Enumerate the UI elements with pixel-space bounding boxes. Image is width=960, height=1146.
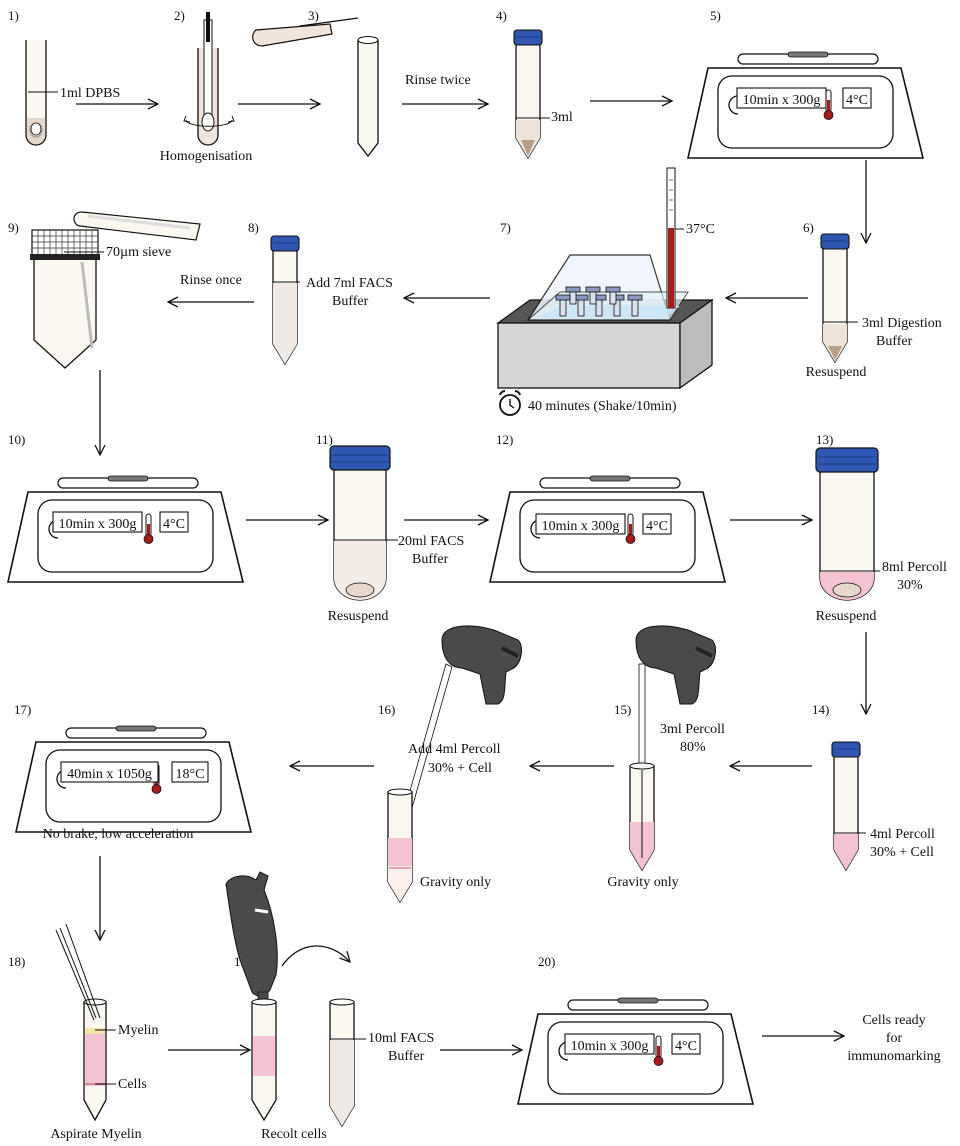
step-11-caption: Resuspend: [328, 609, 389, 624]
step-11-label2: Buffer: [412, 552, 449, 567]
step-7-water-bath: [496, 167, 714, 390]
step-4-label: 3ml: [551, 110, 573, 125]
step-20-temp-box: [671, 1033, 701, 1055]
step-12-temp-box: [642, 513, 672, 535]
step-17-caption: No brake, low acceleration: [43, 827, 194, 842]
step-11-label1: 20ml FACS: [398, 534, 464, 549]
step-12-time-box: [535, 513, 626, 535]
step-8-number: 8): [248, 220, 259, 235]
step-16-pipette-gun: [401, 625, 522, 823]
step-14-tube: [831, 741, 866, 872]
step-11-tube: [329, 445, 398, 601]
step-5-temp: 4°C: [846, 93, 868, 108]
step-19-label1: 10ml FACS: [368, 1031, 434, 1046]
step-19-tube: [251, 998, 277, 1122]
step-1-label: 1ml DPBS: [60, 86, 120, 101]
step-15-caption: Gravity only: [607, 875, 678, 890]
step-19-buffer-tube: [329, 998, 366, 1128]
step-2-number: 2): [174, 8, 185, 23]
step-4-tube: [513, 29, 550, 160]
step-5-time: 10min x 300g: [743, 93, 821, 108]
step-14-label1: 4ml Percoll: [870, 827, 935, 842]
step-6-caption: Resuspend: [806, 365, 867, 380]
rinse-once-label: Rinse once: [180, 273, 242, 288]
step-10-temp: 4°C: [163, 517, 185, 532]
step-9-label: 70µm sieve: [106, 245, 171, 260]
step-19-label2: Buffer: [388, 1049, 425, 1064]
step-16-label1: Add 4ml Percoll: [408, 742, 501, 757]
step-17-number: 17): [14, 702, 31, 717]
step-10-number: 10): [8, 432, 25, 447]
step-6-label2: Buffer: [876, 334, 913, 349]
step-9-sieve-tube: [30, 211, 201, 369]
step-12-time: 10min x 300g: [542, 519, 620, 534]
step-15-tube: [629, 762, 655, 872]
step-8-tube: [270, 235, 300, 366]
step-5-temp-box: [842, 87, 872, 109]
step-10-time-box: [52, 511, 143, 533]
step-18-label2: Cells: [118, 1077, 147, 1092]
step-6-tube: [820, 233, 858, 364]
alarm-clock-icon: [499, 390, 521, 416]
step-12-number: 12): [496, 432, 513, 447]
step-8-label2: Buffer: [332, 294, 369, 309]
arrow-transfer-curve: [281, 945, 350, 967]
step-8-label1: Add 7ml FACS: [306, 276, 393, 291]
step-7-timer: 40 minutes (Shake/10min): [528, 399, 677, 414]
step-13-caption: Resuspend: [816, 609, 877, 624]
step-18-caption: Aspirate Myelin: [50, 1127, 141, 1142]
final-line2: for: [886, 1031, 903, 1046]
step-7-number: 7): [500, 220, 511, 235]
step-16-label2: 30% + Cell: [428, 761, 492, 776]
step-15-pipette-gun: [635, 625, 716, 775]
step-16-number: 16): [378, 702, 395, 717]
step-13-tube: [815, 447, 880, 601]
step-20-number: 20): [538, 954, 555, 969]
step-13-label1: 8ml Percoll: [882, 560, 947, 575]
step-15-label1: 3ml Percoll: [660, 722, 725, 737]
step-7-temp: 37°C: [686, 222, 715, 237]
step-13-number: 13): [816, 432, 833, 447]
step-20-time: 10min x 300g: [571, 1039, 649, 1054]
step-3-tube-pour: [252, 17, 379, 158]
step-12-temp: 4°C: [646, 519, 668, 534]
step-18-number: 18): [8, 954, 25, 969]
step-2-homogeniser: [183, 12, 235, 146]
step-10-temp-box: [159, 511, 189, 533]
step-1-tube: [25, 40, 58, 146]
step-6-number: 6): [803, 220, 814, 235]
step-15-number: 15): [614, 702, 631, 717]
step-18-label1: Myelin: [118, 1023, 158, 1038]
step-13-label2: 30%: [897, 578, 923, 593]
step-15-label2: 80%: [680, 740, 706, 755]
step-18-tube: [55, 923, 116, 1122]
step-1-number: 1): [8, 8, 19, 23]
step-16-caption: Gravity only: [420, 875, 491, 890]
step-6-label1: 3ml Digestion: [862, 316, 942, 331]
step-17-temp-box: [171, 761, 209, 783]
step-3-number: 3): [308, 8, 319, 23]
final-line1: Cells ready: [862, 1013, 925, 1028]
step-10-time: 10min x 300g: [59, 517, 137, 532]
step-16-tube: [387, 788, 413, 904]
step-20-time-box: [564, 1033, 655, 1055]
step-14-number: 14): [812, 702, 829, 717]
step-9-number: 9): [8, 220, 19, 235]
rinse-twice-label: Rinse twice: [405, 73, 471, 88]
step-14-label2: 30% + Cell: [870, 845, 934, 860]
step-17-temp: 18°C: [176, 767, 205, 782]
step-4-number: 4): [496, 8, 507, 23]
step-19-caption: Recolt cells: [261, 1127, 327, 1142]
step-11-number: 11): [316, 432, 333, 447]
step-5-number: 5): [710, 8, 721, 23]
step-20-temp: 4°C: [675, 1039, 697, 1054]
step-5-time-box: [736, 87, 827, 109]
step-2-label: Homogenisation: [160, 149, 253, 164]
step-17-time: 40min x 1050g: [67, 767, 152, 782]
final-line3: immunomarking: [847, 1049, 940, 1064]
step-17-time-box: [60, 761, 159, 783]
